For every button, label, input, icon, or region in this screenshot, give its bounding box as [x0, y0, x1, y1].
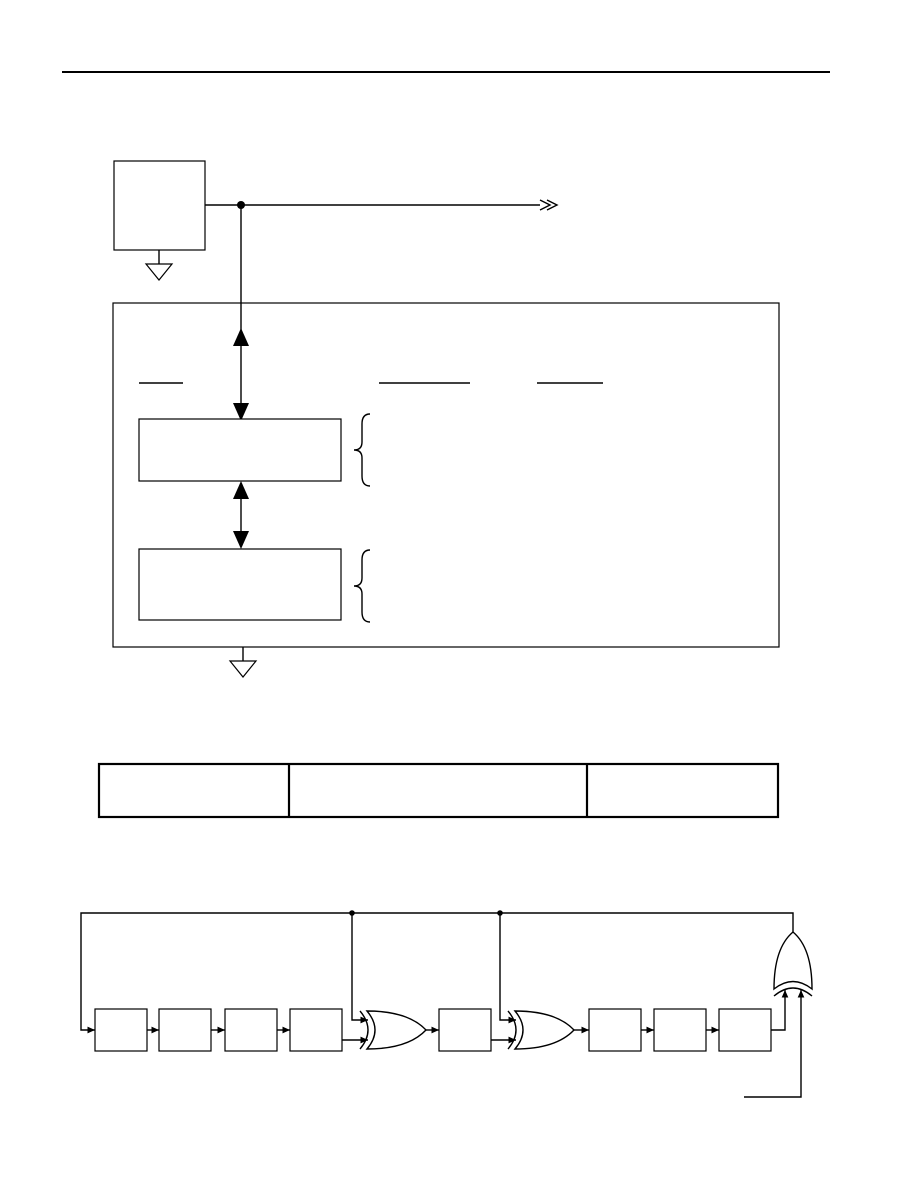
power-path-figure [112, 160, 780, 678]
memory-block-2-brace [353, 549, 371, 623]
register-cell-3 [224, 1008, 278, 1052]
data-input-line [744, 990, 805, 1098]
source-ground-icon [144, 250, 174, 281]
xor-gate-2 [507, 1010, 575, 1050]
inter-block-arrow-up-icon [233, 481, 249, 499]
register-cell-8 [718, 1008, 772, 1052]
xor-3-input-register [771, 990, 789, 1031]
register-cell-5 [438, 1008, 492, 1052]
output-net-arrow-icon [539, 199, 559, 211]
bus-arrow-up-icon [233, 328, 249, 346]
bus-arrow-down-icon [233, 403, 249, 421]
feedback-bus [80, 912, 794, 1034]
xor-gate-1 [359, 1010, 427, 1050]
memory-block-1-brace [353, 413, 371, 487]
register-cell-1 [94, 1008, 148, 1052]
register-cell-6 [588, 1008, 642, 1052]
bit-field-table [97, 762, 780, 819]
register-cell-4 [289, 1008, 343, 1052]
enclosure-ground-icon [228, 647, 258, 678]
inter-block-arrow-down-icon [233, 531, 249, 549]
xor-1-input-tap [351, 913, 368, 1024]
register-cell-2 [158, 1008, 212, 1052]
xor-gate-3 [773, 931, 813, 997]
memory-block-2 [138, 548, 342, 621]
memory-block-1 [138, 418, 342, 482]
crc-generator-figure [80, 910, 813, 1098]
bit-field-table-border [97, 762, 780, 819]
register-cell-7 [653, 1008, 707, 1052]
source-block [113, 160, 206, 251]
xor-2-input-tap [499, 913, 516, 1024]
